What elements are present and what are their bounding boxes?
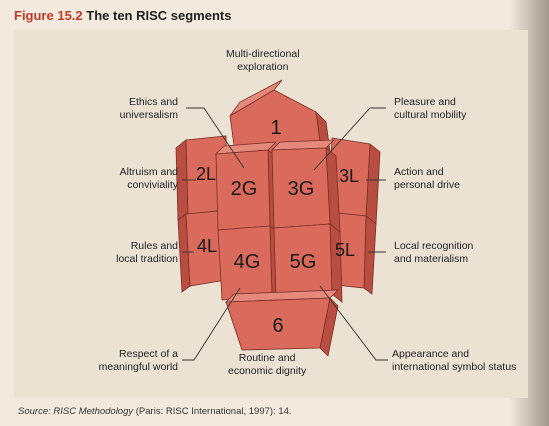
risc-diagram: 1 2L 2G 3G 3L 4L 4G 5G 5L 6 — [14, 30, 528, 398]
segment-label-s6: 6 — [272, 315, 283, 337]
source-citation: Source: RISC Methodology (Paris: RISC In… — [18, 406, 292, 417]
segment-label-s4G: 4G — [234, 251, 261, 273]
segment-label-s5G: 5G — [290, 251, 317, 273]
segment-label-s3G: 3G — [288, 178, 315, 200]
figure-heading: Figure 15.2 The ten RISC segments — [14, 8, 231, 23]
segment-label-s4L: 4L — [197, 236, 217, 256]
segment-label-s2L: 2L — [196, 164, 216, 184]
figure-number: Figure 15.2 — [14, 8, 83, 23]
segment-label-s3L: 3L — [339, 166, 359, 186]
segment-label-s5L: 5L — [335, 240, 355, 260]
figure-title: The ten RISC segments — [86, 8, 231, 23]
segment-label-s1: 1 — [270, 117, 281, 139]
segment-label-s2G: 2G — [231, 178, 258, 200]
